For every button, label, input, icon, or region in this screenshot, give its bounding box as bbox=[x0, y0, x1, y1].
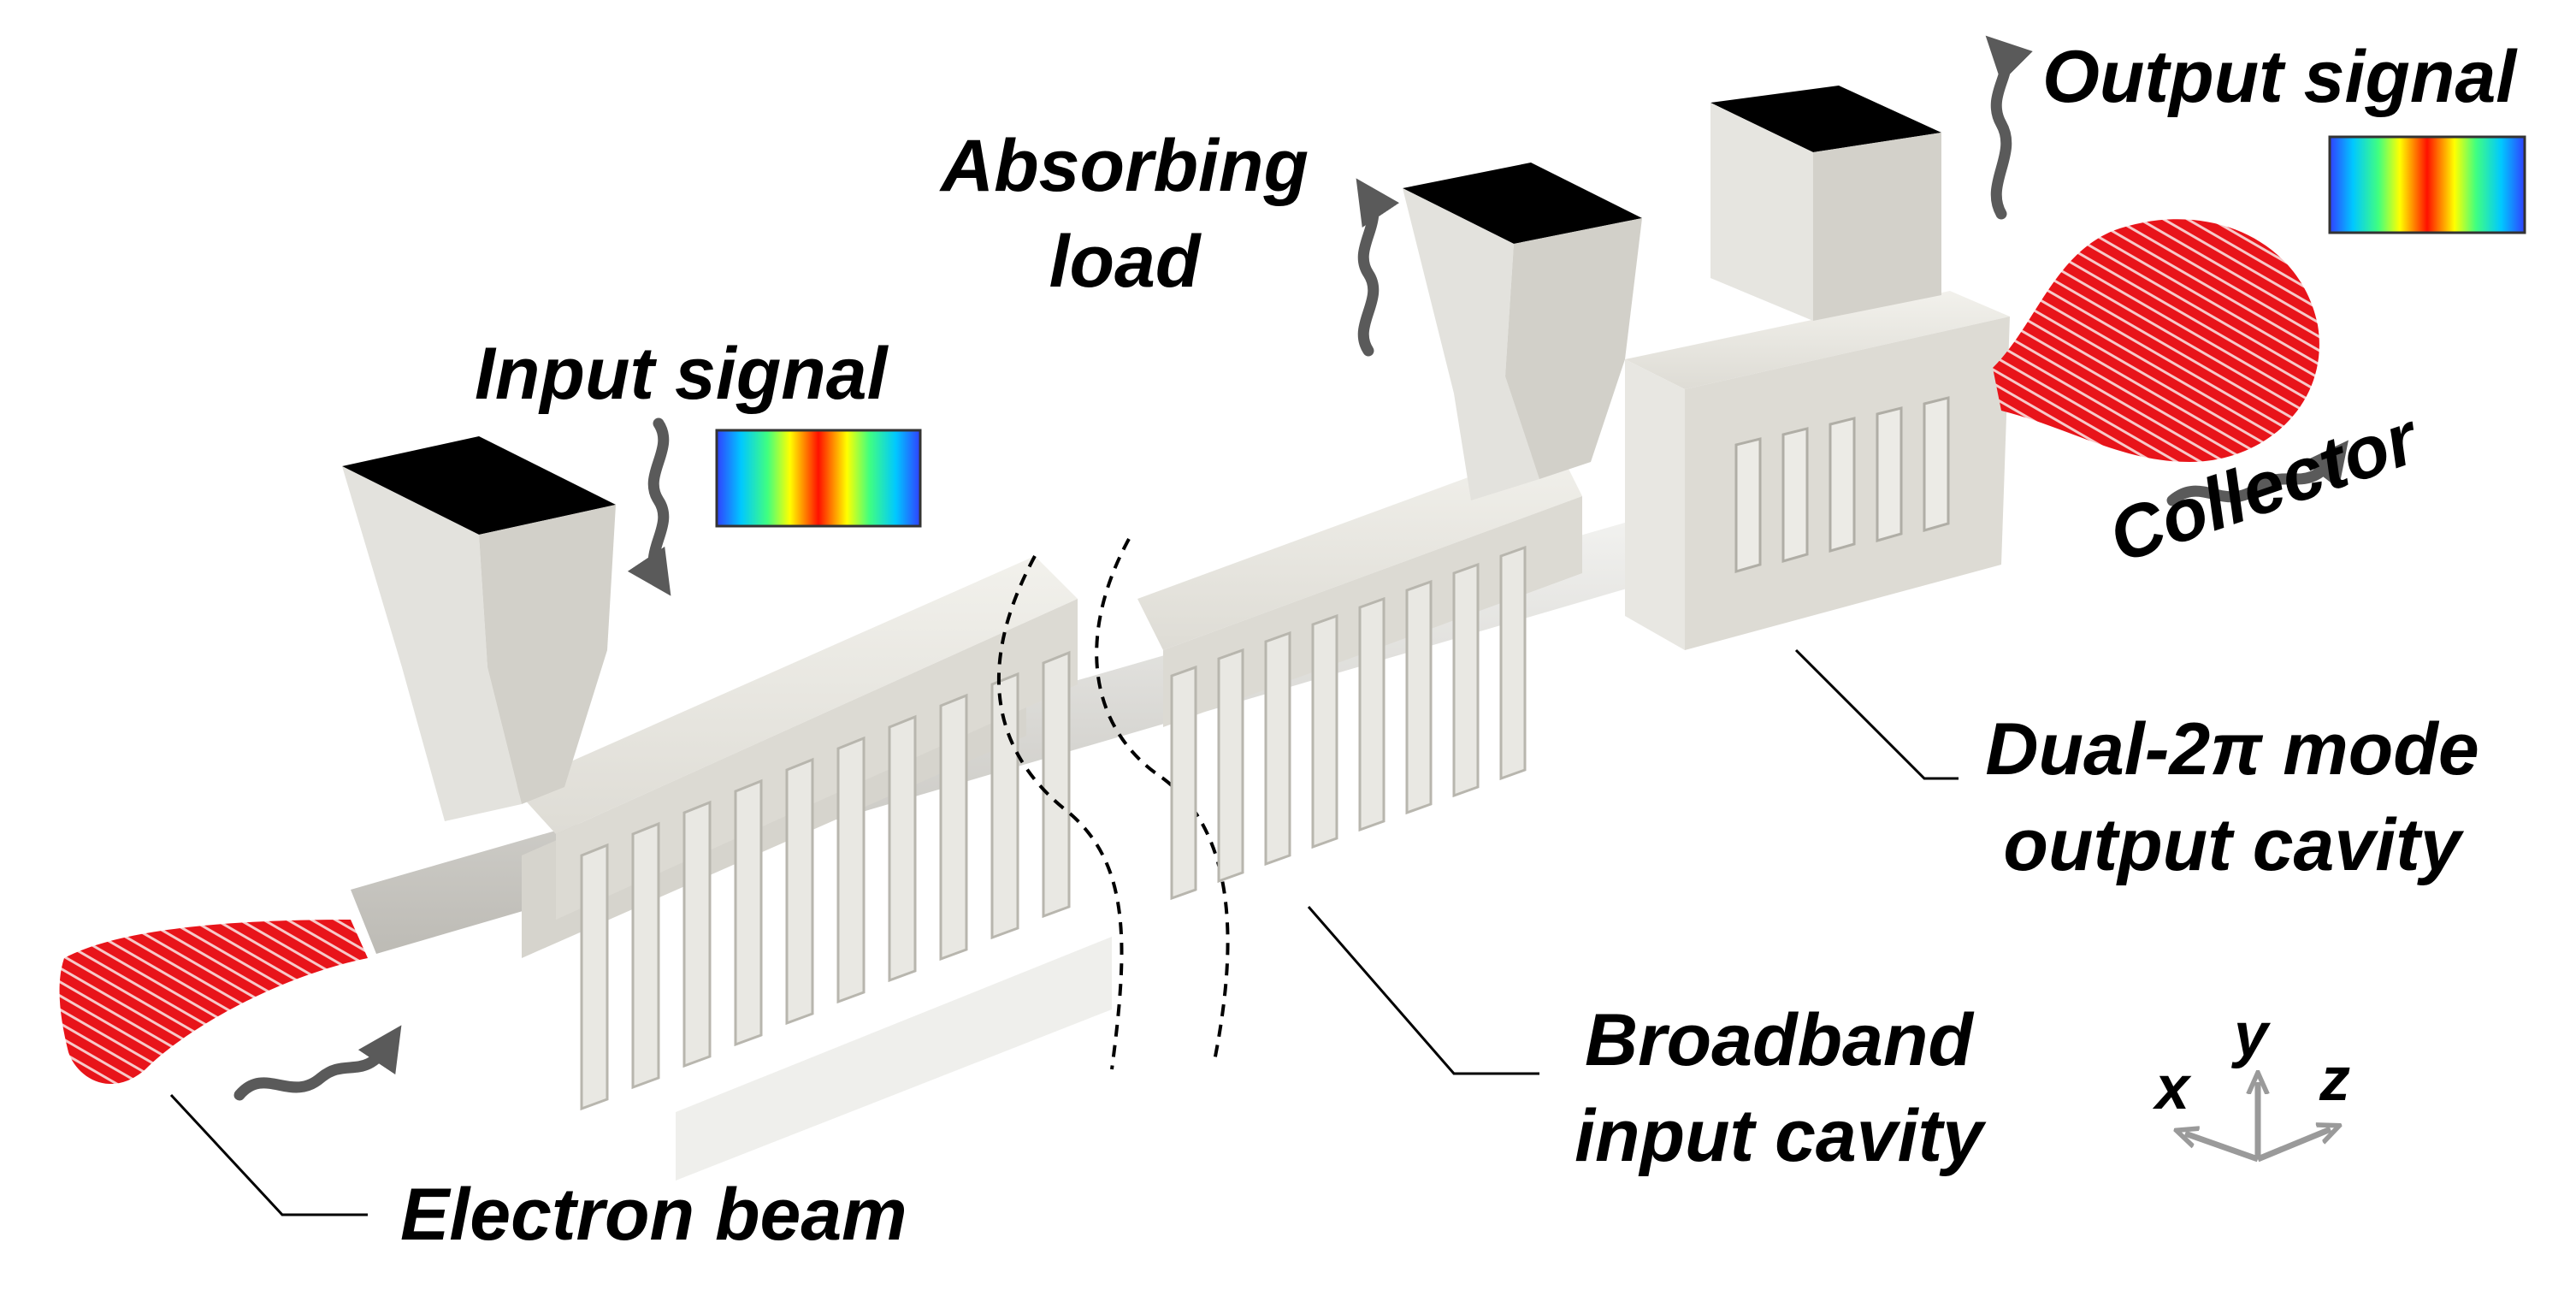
electron-beam-label: Electron beam bbox=[400, 1174, 907, 1256]
electron-beam-cone bbox=[59, 920, 369, 1085]
absorbing-load-label: Absorbing load bbox=[928, 118, 1321, 310]
output-cavity-label: Dual-2π mode output cavity bbox=[1937, 701, 2527, 893]
input-cavity-label: Broadband input cavity bbox=[1539, 992, 2018, 1184]
broadband-input-cavity-left bbox=[513, 556, 1112, 1181]
input-cavity-label-line1: Broadband bbox=[1585, 999, 1973, 1081]
input-port bbox=[342, 436, 616, 821]
absorbing-load-label-line1: Absorbing bbox=[941, 125, 1309, 207]
output-signal-label: Output signal bbox=[2042, 36, 2517, 118]
coordinate-axes-icon bbox=[2185, 1082, 2331, 1163]
output-cavity-label-line1: Dual-2π mode bbox=[1985, 708, 2479, 790]
axis-label-y: y bbox=[2234, 1001, 2269, 1069]
wavy-arrows bbox=[233, 35, 2349, 1101]
output-port bbox=[1710, 86, 1941, 321]
output-cavity-fins bbox=[1734, 396, 1950, 573]
axis-label-x: x bbox=[2155, 1054, 2190, 1122]
electron-beam-wave-arrow bbox=[233, 1025, 402, 1101]
absorbing-load-label-line2: load bbox=[1049, 221, 1201, 303]
input-cavity-fins-right bbox=[1170, 545, 1527, 901]
absorbing-load-port bbox=[1403, 163, 1642, 500]
input-field-colormap bbox=[715, 429, 922, 528]
collector-beam bbox=[1993, 219, 2319, 462]
collector-wave-arrow bbox=[2166, 440, 2349, 506]
output-signal-wave-arrow bbox=[1985, 35, 2033, 220]
axis-label-z: z bbox=[2319, 1045, 2350, 1114]
break-lines bbox=[996, 538, 1230, 1070]
input-cavity-label-line2: input cavity bbox=[1575, 1095, 1983, 1177]
input-signal-label: Input signal bbox=[475, 333, 888, 415]
output-cavity-label-line2: output cavity bbox=[2003, 804, 2461, 886]
absorbing-load-wave-arrow bbox=[1356, 178, 1400, 357]
output-field-colormap bbox=[2328, 135, 2526, 234]
leader-lines bbox=[169, 648, 1959, 1216]
input-signal-wave-arrow bbox=[627, 417, 671, 596]
dual-2pi-output-cavity bbox=[1625, 291, 2010, 650]
